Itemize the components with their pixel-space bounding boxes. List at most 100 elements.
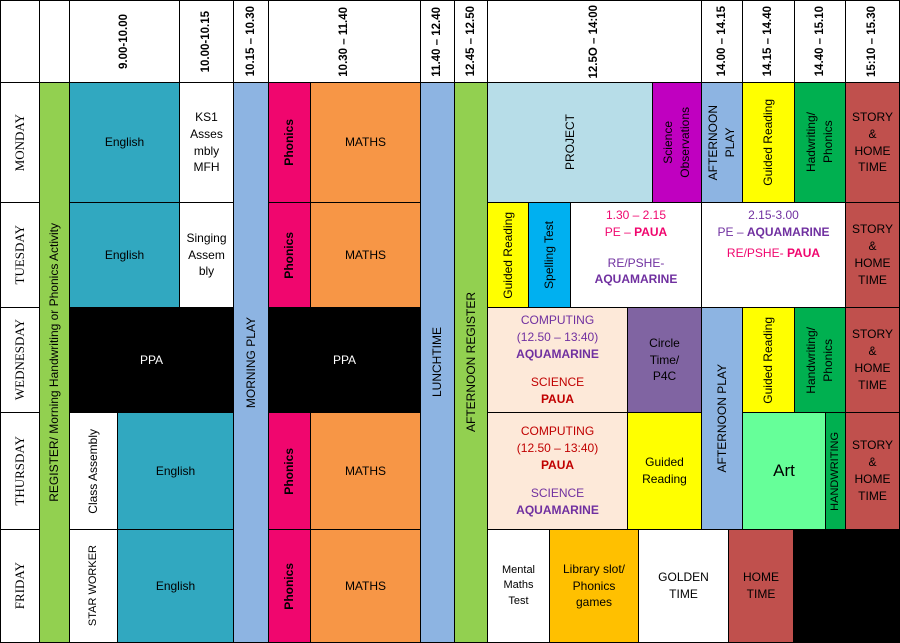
header-time-3: 10.30 – 11.40 <box>268 0 421 83</box>
cell-text: Singing Assem bly <box>186 230 227 279</box>
computing-time: (12.50 – 13:40) <box>516 329 599 344</box>
cell-text: AFTERNOON PLAY <box>706 104 737 181</box>
cell-text: STORY & HOME TIME <box>852 222 893 287</box>
cell-text: PROJECT <box>562 114 577 171</box>
cell-text: Science Observations <box>661 107 692 178</box>
tuesday-maths: MATHS <box>310 202 421 308</box>
cell-text: Guided Reading <box>761 316 776 404</box>
thursday-computing-science: COMPUTING (12.50 – 13:40) PAUA SCIENCE A… <box>487 412 628 530</box>
cell-text: PPA <box>332 352 357 367</box>
computing-label: COMPUTING <box>520 313 595 327</box>
science-group: PAUA <box>540 392 575 407</box>
lunchtime-column: LUNCHTIME <box>420 82 455 643</box>
tuesday-english: English <box>69 202 180 308</box>
monday-story: STORY & HOME TIME <box>845 82 900 203</box>
header-time-label: 10.30 – 11.40 <box>338 6 351 77</box>
cell-text: Phonics <box>282 447 297 495</box>
monday-maths: MATHS <box>310 82 421 203</box>
cell-text: MATHS <box>344 463 387 478</box>
cell-text: AFTERNOON PLAY <box>714 364 729 473</box>
header-time-6: 12.5O – 14:00 <box>487 0 702 83</box>
cell-text: MATHS <box>344 135 387 150</box>
block2-re-label: RE/PSHE- <box>726 245 787 260</box>
computing-label: COMPUTING <box>520 424 595 438</box>
block2-pe-group: AQUAMARINE <box>746 224 830 239</box>
cell-text: Circle Time/ P4C <box>649 335 680 384</box>
header-time-8: 14.15 – 14.40 <box>742 0 795 83</box>
block1-time: 1.30 – 2.15 <box>605 208 667 222</box>
day-label: FRIDAY <box>11 562 27 610</box>
cell-text: Handwriting/ Phonics <box>804 326 835 394</box>
monday-project: PROJECT <box>487 82 653 203</box>
cell-text: Spelling Test <box>542 221 557 289</box>
cell-text: PPA <box>139 352 164 367</box>
day-wednesday: WEDNESDAY <box>0 307 40 413</box>
header-time-label: 14.40 – 15.10 <box>813 6 826 77</box>
block2-pe-label: PE – <box>717 224 747 239</box>
computing-time: (12.50 – 13:40) <box>516 440 599 455</box>
cell-text: MATHS <box>344 578 387 593</box>
block2-re-group: PAUA <box>786 245 821 260</box>
thursday-story: STORY & HOME TIME <box>845 412 900 530</box>
science-label: SCIENCE <box>530 486 585 501</box>
day-tuesday: TUESDAY <box>0 202 40 308</box>
cell-text: Mental Maths Test <box>501 563 536 607</box>
wednesday-computing-science: COMPUTING (12.50 – 13:40) AQUAMARINE SCI… <box>487 307 628 413</box>
cell-text: Art <box>773 461 795 481</box>
block2-re: RE/PSHE- PAUA <box>727 245 820 262</box>
cell-text: Class Assembly <box>86 428 101 514</box>
header-time-0: 9.00-10.00 <box>69 0 180 83</box>
day-friday: FRIDAY <box>0 529 40 643</box>
cell-text: English <box>155 578 196 593</box>
friday-golden-time: GOLDEN TIME <box>638 529 729 643</box>
header-time-7: 14.00 – 14.15 <box>701 0 743 83</box>
wednesday-story: STORY & HOME TIME <box>845 307 900 413</box>
computing-group: PAUA <box>540 457 575 472</box>
friday-phonics: Phonics <box>268 529 311 643</box>
header-time-label: 9.00-10.00 <box>118 14 131 69</box>
header-time-label: 12.5O – 14:00 <box>588 4 601 79</box>
friday-maths: MATHS <box>310 529 421 643</box>
monday-handwriting: Hadwriting/ Phonics <box>794 82 846 203</box>
thursday-class-assembly: Class Assembly <box>69 412 118 530</box>
day-label: TUESDAY <box>11 225 27 285</box>
computing-group: AQUAMARINE <box>516 346 599 361</box>
friday-star-worker: STAR WORKER <box>69 529 118 643</box>
tuesday-block-2: 2.15-3.00 PE – AQUAMARINE RE/PSHE- PAUA <box>701 202 846 308</box>
monday-ks1-assembly: KS1 Asses mbly MFH <box>179 82 234 203</box>
block1-re: RE/PSHE- <box>607 255 665 270</box>
tuesday-story: STORY & HOME TIME <box>845 202 900 308</box>
corner-cell <box>0 0 40 83</box>
header-time-label: 12.45 – 12.50 <box>464 6 477 77</box>
morning-play-column: MORNING PLAY <box>233 82 269 643</box>
cell-text: Phonics <box>282 562 297 610</box>
tuesday-spelling-test: Spelling Test <box>528 202 571 308</box>
friday-mental-maths: Mental Maths Test <box>487 529 550 643</box>
wednesday-ppa-2: PPA <box>268 307 421 413</box>
cell-text: Library slot/ Phonics games <box>562 561 626 610</box>
cell-text: Phonics <box>282 231 297 279</box>
cell-text: Phonics <box>282 119 297 166</box>
monday-phonics: Phonics <box>268 82 311 203</box>
morning-play-label: MORNING PLAY <box>243 316 258 409</box>
block1-re-group: AQUAMARINE <box>594 272 678 287</box>
cell-text: STORY & HOME TIME <box>852 327 893 392</box>
cell-text: English <box>104 247 145 262</box>
register-label: REGISTER/ Morning Handwriting or Phonics… <box>47 223 62 502</box>
header-time-label: 10.15 – 10.30 <box>244 6 257 77</box>
monday-guided-reading: Guided Reading <box>742 82 795 203</box>
header-time-label: 11.40 – 12.40 <box>431 6 444 77</box>
header-time-1: 10.00-10.15 <box>179 0 234 83</box>
cell-text: HANDWRITING <box>828 431 841 511</box>
day-thursday: THURSDAY <box>0 412 40 530</box>
thursday-guided-reading: Guided Reading <box>627 412 702 530</box>
header-time-label: 14.15 – 14.40 <box>762 6 775 77</box>
cell-text: Hadwriting/ Phonics <box>804 112 835 173</box>
lunchtime-label: LUNCHTIME <box>430 327 445 398</box>
monday-afternoon-play: AFTERNOON PLAY <box>701 82 743 203</box>
cell-text: STAR WORKER <box>86 545 99 627</box>
day-label: MONDAY <box>11 113 27 172</box>
friday-blank <box>793 529 900 643</box>
afternoon-register-column: AFTERNOON REGISTER <box>454 82 488 643</box>
